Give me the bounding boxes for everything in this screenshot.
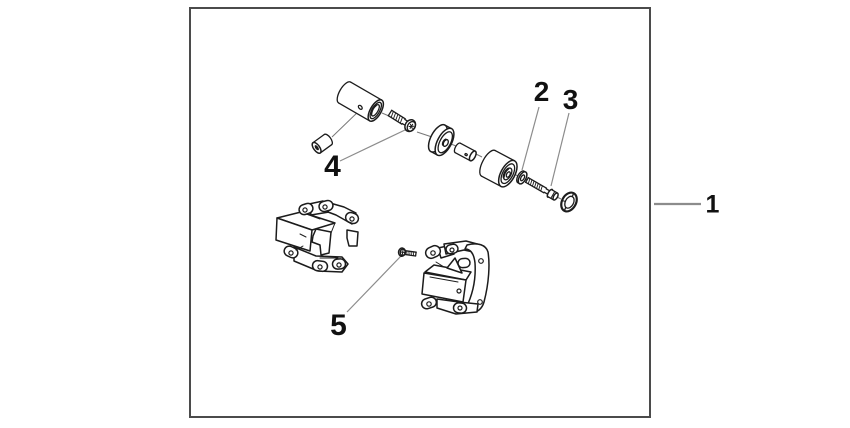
spacer-tube: [453, 142, 477, 162]
slider-roller: [479, 149, 518, 188]
right-mounting-bracket: [420, 240, 490, 315]
callout-1: 1: [705, 190, 720, 219]
leader-2: [521, 106, 540, 171]
torx-recess: [408, 123, 415, 129]
small-screw-threads: [406, 250, 414, 256]
plain-washer: [516, 170, 528, 185]
flange-screw: [387, 109, 417, 133]
right-bracket-holes: [426, 247, 484, 311]
callout-5: 5: [330, 309, 347, 342]
leader-3: [550, 112, 570, 187]
callout-2: 2: [533, 76, 550, 107]
leader-4: [339, 129, 406, 162]
pan-head-screw: [397, 247, 417, 257]
hex-bolt: [524, 177, 559, 201]
upper-assembly: [311, 81, 578, 213]
callout-3: 3: [562, 84, 579, 115]
pivot-collar: [311, 133, 334, 154]
lock-washer: [560, 191, 578, 213]
callout-4: 4: [324, 150, 341, 183]
washer-disc: [427, 123, 455, 157]
bolt-threads: [527, 178, 543, 192]
leader-lines: [331, 106, 701, 313]
leader-5: [346, 255, 402, 313]
diagram-frame: [189, 7, 651, 418]
screw-threads: [390, 111, 403, 124]
left-bracket-holes: [288, 204, 355, 270]
left-mounting-bracket: [275, 199, 360, 273]
mount-barrel: [336, 81, 385, 122]
